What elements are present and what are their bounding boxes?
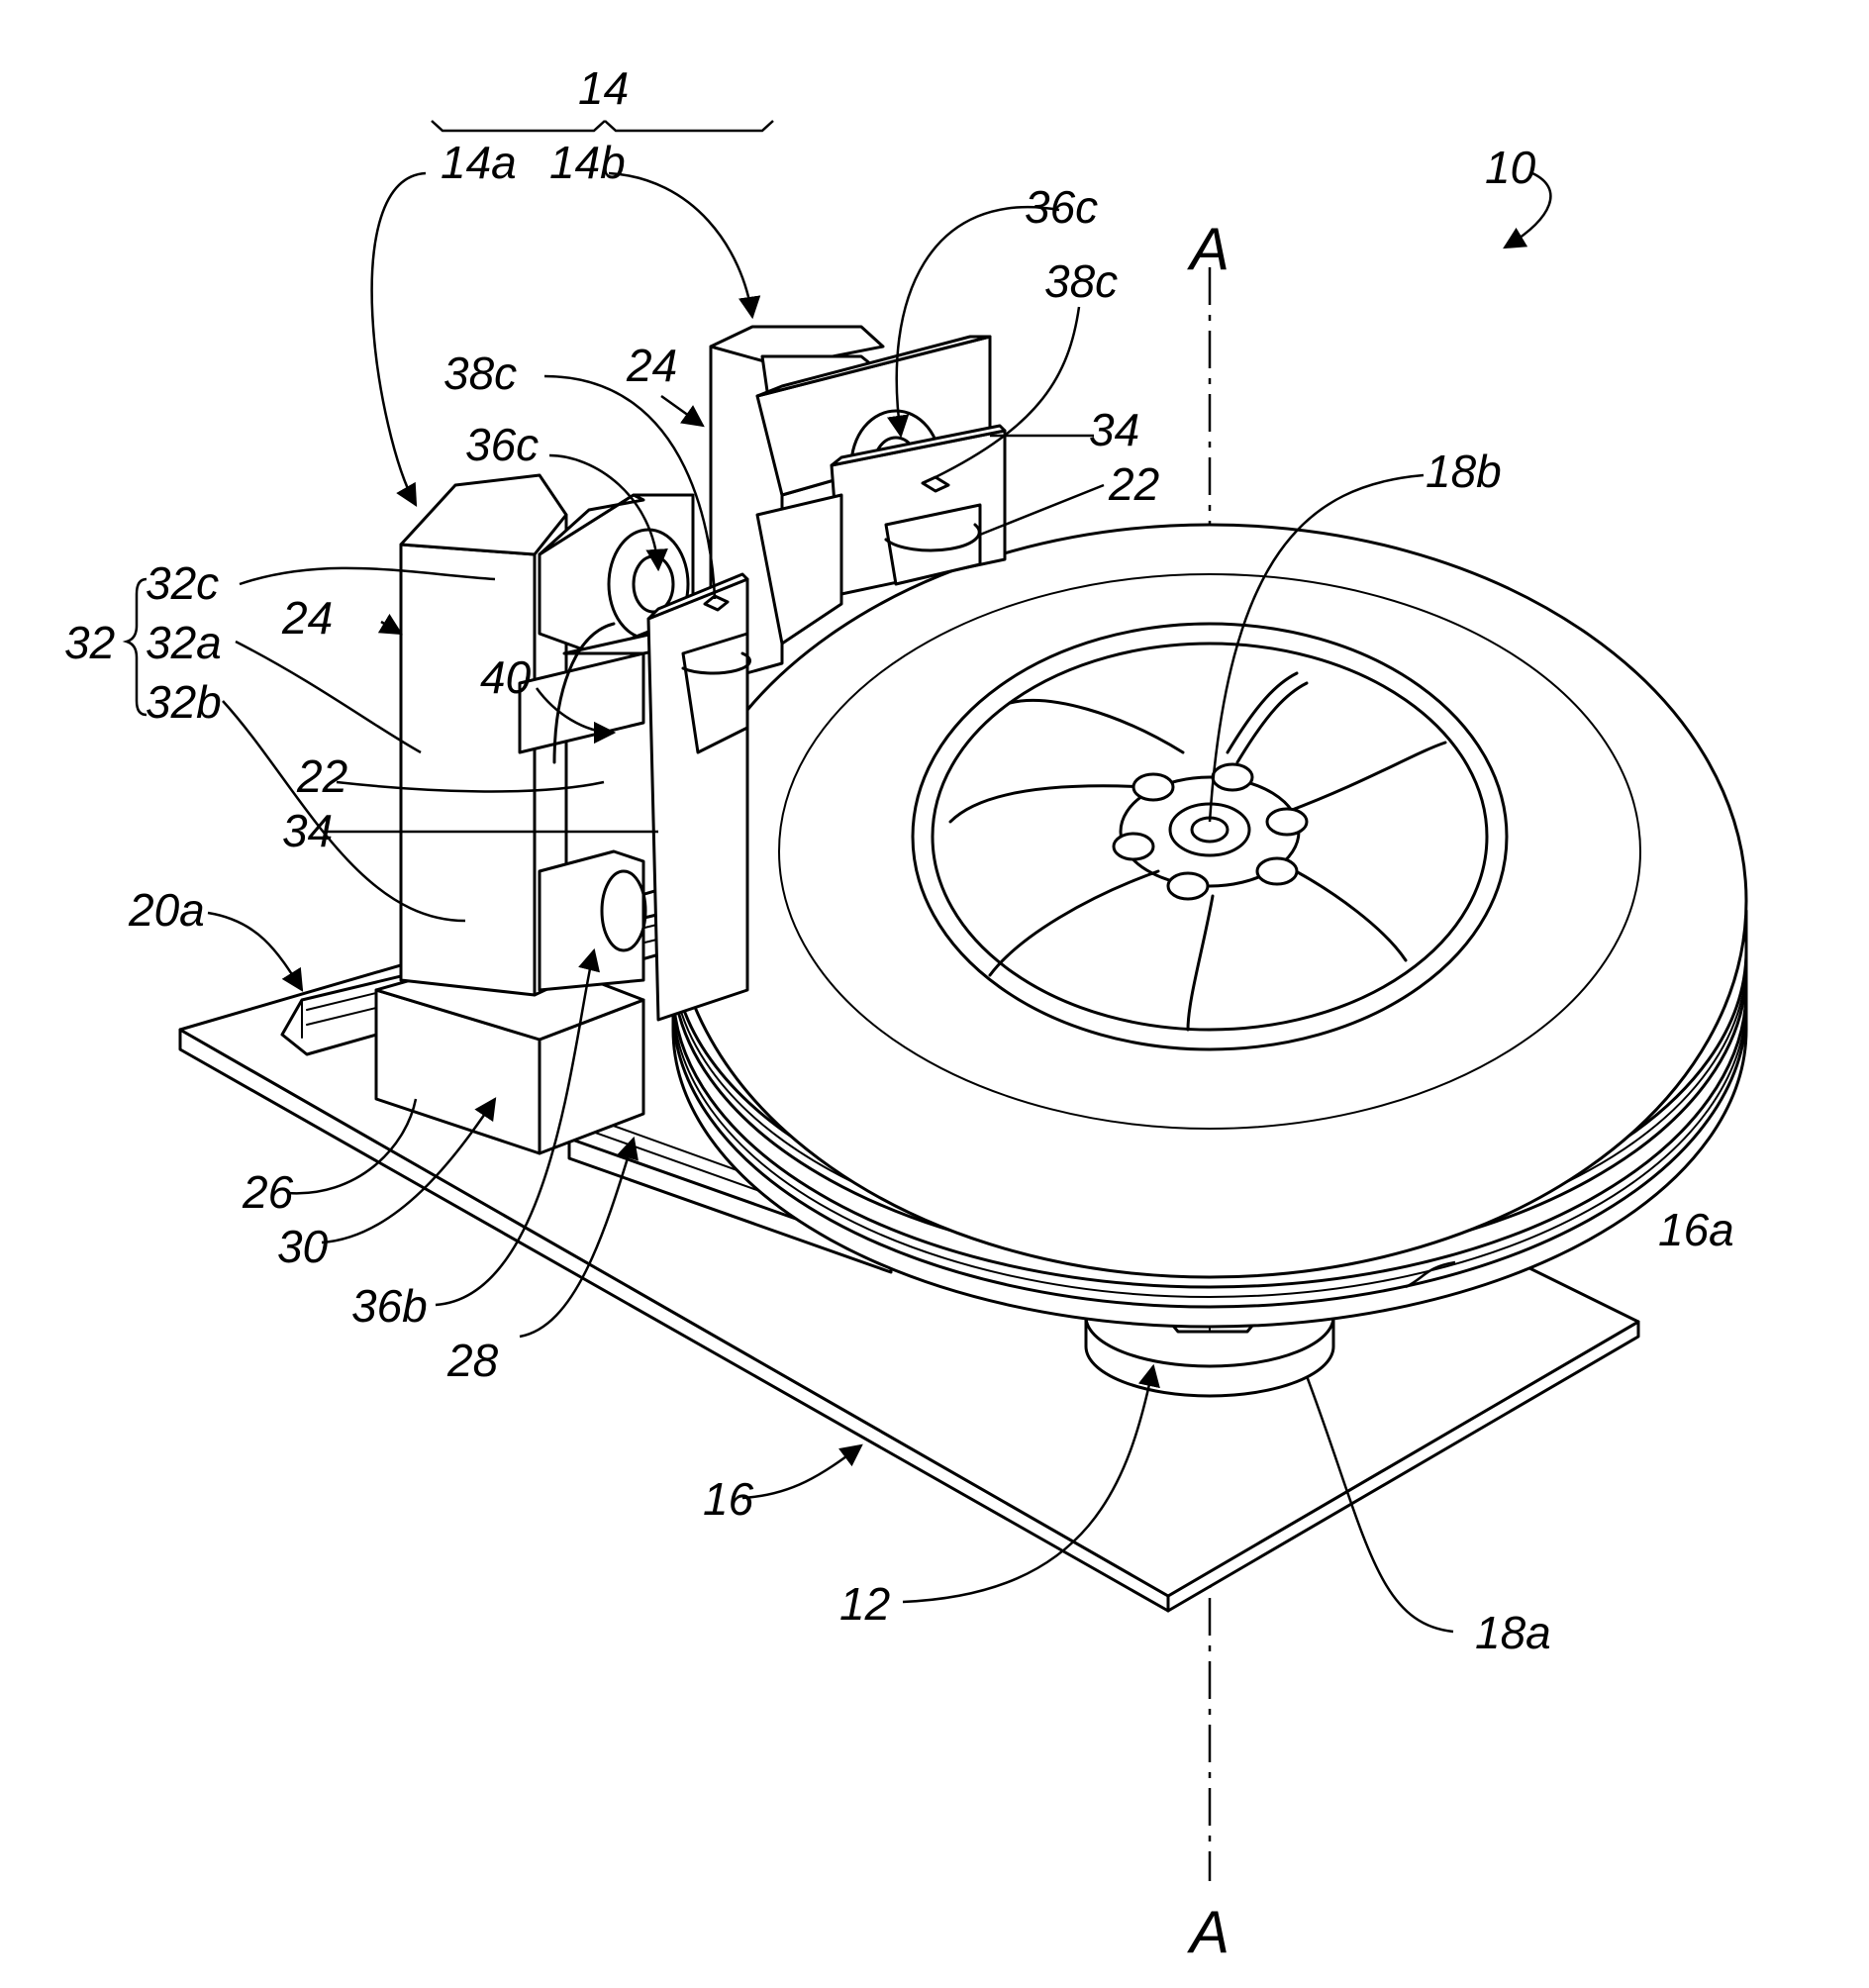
label-30: 30 xyxy=(277,1221,329,1272)
label-22-top: 22 xyxy=(1108,458,1159,510)
label-16: 16 xyxy=(703,1473,754,1525)
label-24-top: 24 xyxy=(626,340,677,391)
label-28: 28 xyxy=(446,1335,499,1386)
label-10: 10 xyxy=(1485,142,1536,193)
label-18a: 18a xyxy=(1475,1607,1551,1658)
label-40: 40 xyxy=(480,651,532,703)
label-20a: 20a xyxy=(128,884,205,936)
label-36c-mid: 36c xyxy=(465,419,539,470)
label-14a: 14a xyxy=(441,137,517,188)
axis-label-top: A xyxy=(1187,216,1230,282)
label-24-left: 24 xyxy=(281,592,333,644)
label-16a: 16a xyxy=(1658,1204,1734,1255)
label-36b: 36b xyxy=(351,1280,428,1332)
label-34-top: 34 xyxy=(1089,404,1139,455)
label-32b: 32b xyxy=(146,676,222,728)
label-14b: 14b xyxy=(549,137,626,188)
label-22-left: 22 xyxy=(296,750,347,802)
tire-stack xyxy=(673,525,1746,1327)
label-32c: 32c xyxy=(146,557,219,609)
label-38c-top: 38c xyxy=(1044,255,1118,307)
label-14: 14 xyxy=(578,62,629,114)
label-36c-top: 36c xyxy=(1025,181,1098,233)
label-26: 26 xyxy=(242,1166,294,1218)
label-18b: 18b xyxy=(1426,446,1502,497)
axis-label-bottom: A xyxy=(1187,1899,1230,1965)
label-32a: 32a xyxy=(146,617,222,668)
label-38c-mid: 38c xyxy=(443,348,517,399)
label-34-left: 34 xyxy=(282,805,333,856)
label-32: 32 xyxy=(64,617,115,668)
label-12: 12 xyxy=(839,1578,890,1630)
brace-32 xyxy=(127,579,147,715)
